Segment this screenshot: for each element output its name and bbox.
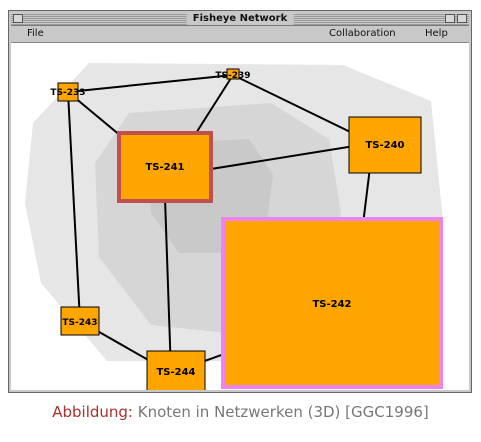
node-ts-244[interactable]: TS-244 — [146, 350, 206, 390]
node-ts-240-label: TS-240 — [365, 140, 404, 151]
menu-bar: File Collaboration Help — [11, 27, 469, 43]
node-ts-243[interactable]: TS-243 — [60, 306, 100, 336]
node-ts-239[interactable]: TS-239 — [215, 68, 251, 81]
minimize-button[interactable] — [445, 14, 455, 23]
node-ts-241[interactable]: TS-241 — [117, 131, 213, 203]
fisheye-network-window: Fisheye Network File Collaboration Help — [8, 10, 472, 393]
menu-help[interactable]: Help — [425, 28, 448, 39]
window-menu-button[interactable] — [13, 14, 23, 23]
node-ts-233[interactable]: TS-233 — [50, 82, 86, 102]
window-title: Fisheye Network — [186, 12, 294, 25]
network-canvas[interactable]: TS-233 TS-239 TS-241 TS-240 TS-243 — [11, 43, 469, 390]
node-ts-242-label: TS-242 — [312, 299, 351, 310]
maximize-button[interactable] — [457, 14, 467, 23]
node-ts-243-label: TS-243 — [62, 318, 97, 328]
caption-text: Knoten in Netzwerken (3D) [GGC1996] — [132, 403, 429, 421]
figure-caption: Abbildung: Knoten in Netzwerken (3D) [GG… — [0, 403, 481, 421]
menu-file[interactable]: File — [27, 28, 44, 39]
node-ts-233-label: TS-233 — [50, 88, 85, 98]
node-ts-241-label: TS-241 — [145, 162, 184, 173]
node-ts-242[interactable]: TS-242 — [221, 217, 443, 389]
caption-lead: Abbildung: — [52, 403, 133, 421]
edge-233-243 — [67, 91, 81, 322]
node-ts-240[interactable]: TS-240 — [348, 116, 422, 174]
menu-collaboration[interactable]: Collaboration — [329, 28, 396, 39]
edge-233-239 — [67, 74, 234, 93]
edge-241-240 — [210, 142, 374, 170]
node-ts-239-label: TS-239 — [215, 71, 250, 81]
window-titlebar[interactable]: Fisheye Network — [11, 12, 469, 26]
node-ts-244-label: TS-244 — [156, 367, 195, 378]
